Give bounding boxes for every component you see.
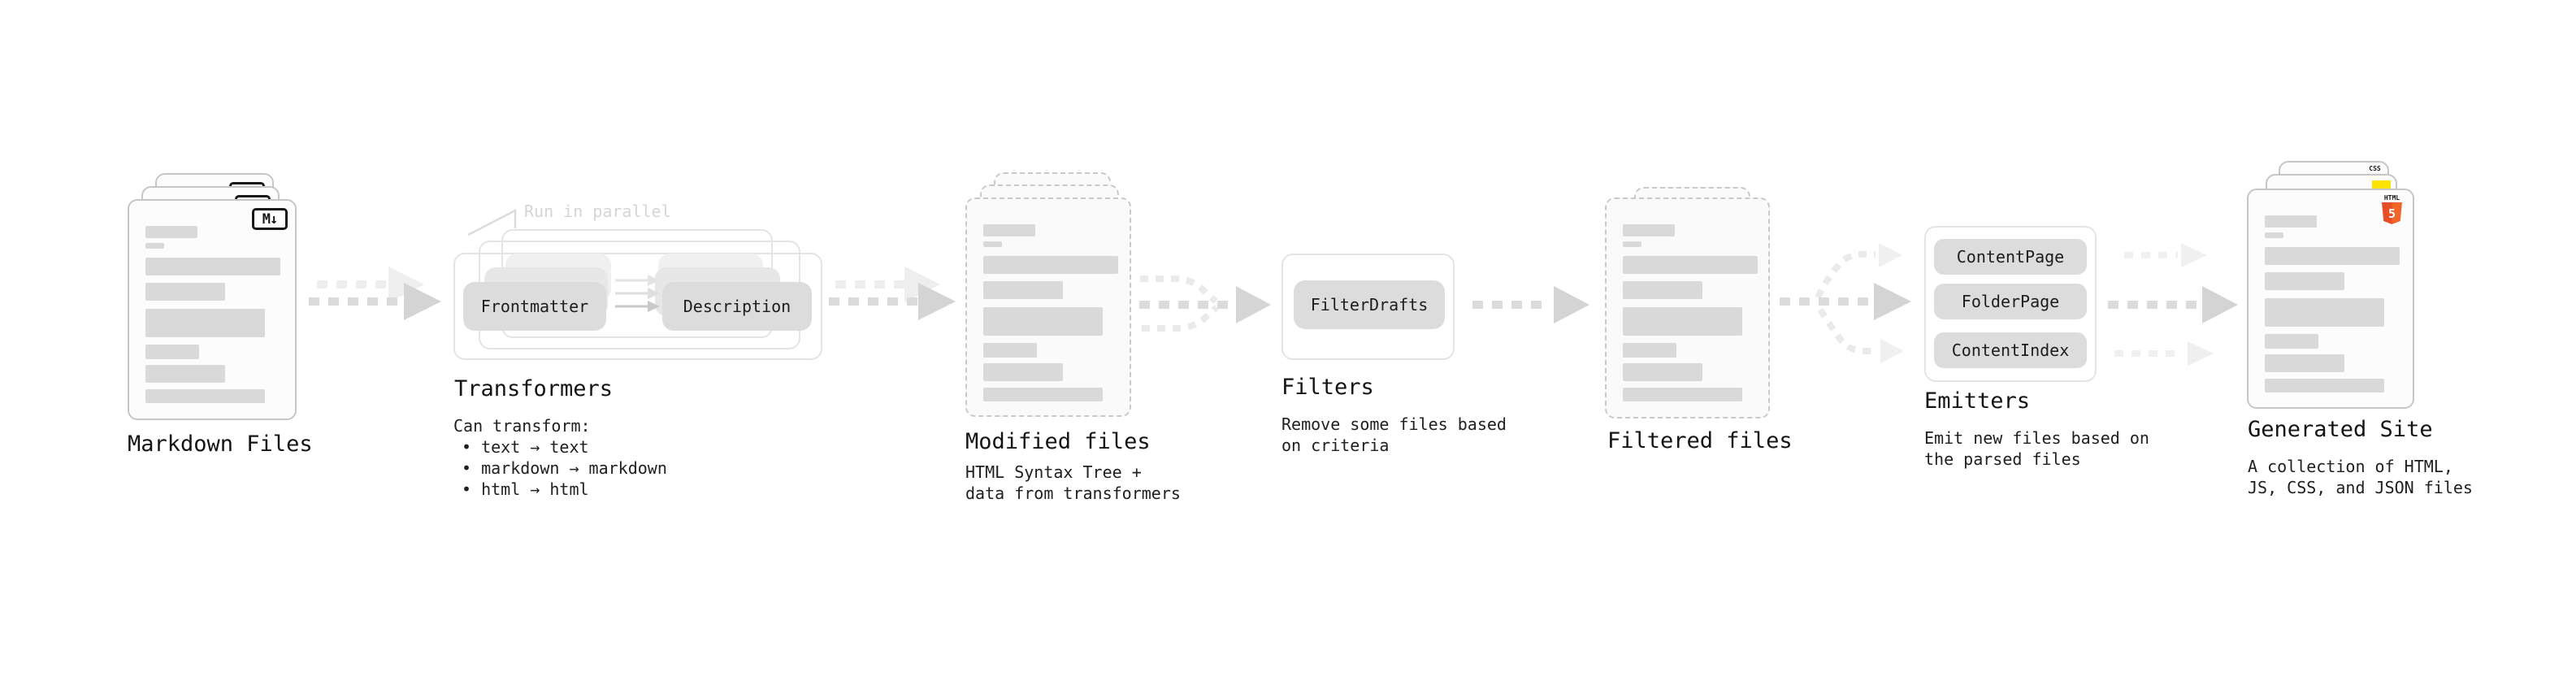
placeholder-text-bar	[983, 388, 1103, 401]
emitters-label: Emitters	[1924, 388, 2031, 414]
placeholder-text-bar	[983, 241, 1002, 247]
placeholder-text-bar	[2265, 354, 2344, 372]
placeholder-text-bar	[983, 307, 1103, 336]
generated-site-label: Generated Site	[2248, 417, 2433, 442]
placeholder-text-bar	[983, 281, 1063, 299]
arrow-filtered-to-emitters-fanout	[1780, 243, 1911, 363]
css-file-icon: CSS	[2366, 166, 2383, 172]
placeholder-text-bar	[2265, 247, 2400, 265]
css-icon-label: CSS	[2369, 165, 2381, 172]
placeholder-text-bar	[1623, 224, 1675, 236]
modified-files-label: Modified files	[965, 429, 1151, 454]
arrow-filters-to-filtered	[1472, 286, 1589, 323]
transformers-bullet: • text → text	[462, 437, 589, 457]
arrow-transformers-to-modified	[829, 267, 956, 320]
placeholder-text-bar	[145, 243, 164, 249]
js-file-icon	[2372, 180, 2391, 190]
placeholder-text-bar	[983, 363, 1063, 381]
placeholder-text-bar	[145, 389, 265, 403]
markdown-icon: M↓	[252, 208, 288, 230]
filters-description: Remove some files based on criteria	[1281, 414, 1507, 456]
placeholder-text-bar	[1623, 256, 1758, 274]
placeholder-text-bar	[2265, 215, 2317, 228]
generated-site-desc-line: JS, CSS, and JSON files	[2248, 478, 2473, 497]
generated-file-card-html: HTML 5	[2247, 189, 2414, 409]
placeholder-text-bar	[2265, 298, 2384, 327]
placeholder-text-bar	[145, 365, 225, 383]
placeholder-text-bar	[145, 309, 265, 337]
placeholder-text-bar	[983, 224, 1035, 236]
transformers-desc-title: Can transform:	[453, 416, 591, 436]
transformers-label: Transformers	[454, 376, 614, 401]
markdown-file-card-front: M↓	[128, 199, 297, 420]
markdown-files-label: Markdown Files	[128, 432, 313, 457]
placeholder-text-bar	[145, 283, 225, 301]
transformers-bullet: • html → html	[462, 479, 589, 499]
run-in-parallel-label: Run in parallel	[524, 202, 671, 221]
arrow-markdown-to-transformers	[309, 267, 441, 320]
html5-icon-label: HTML	[2383, 194, 2400, 202]
filters-desc-line: on criteria	[1281, 436, 1390, 455]
placeholder-text-bar	[1623, 307, 1742, 336]
filtered-files-label: Filtered files	[1607, 428, 1793, 453]
placeholder-text-bar	[145, 258, 280, 275]
emitter-pill-contentpage: ContentPage	[1934, 239, 2087, 275]
transformers-description: Can transform: • text → text • markdown …	[453, 415, 667, 500]
placeholder-text-bar	[1623, 363, 1702, 381]
filters-desc-line: Remove some files based	[1281, 414, 1507, 434]
transformers-bullet: • markdown → markdown	[462, 458, 667, 478]
emitters-desc-line: Emit new files based on	[1924, 428, 2149, 448]
placeholder-text-bar	[145, 226, 197, 238]
arrow-emitters-to-generated	[2108, 243, 2238, 366]
generated-site-desc-line: A collection of HTML,	[2248, 457, 2453, 476]
modified-files-desc-line: data from transformers	[965, 484, 1181, 503]
placeholder-text-bar	[1623, 343, 1676, 358]
placeholder-text-bar	[1623, 281, 1702, 299]
emitter-pill-contentindex: ContentIndex	[1934, 332, 2087, 368]
filtered-file-card-front	[1605, 197, 1770, 419]
html5-icon-shield: 5	[2382, 202, 2402, 224]
placeholder-text-bar	[1623, 241, 1641, 247]
placeholder-text-bar	[983, 343, 1037, 358]
modified-file-card-front	[965, 197, 1131, 417]
filter-pill-filterdrafts: FilterDrafts	[1294, 280, 1445, 329]
emitters-desc-line: the parsed files	[1924, 449, 2081, 469]
modified-files-description: HTML Syntax Tree + data from transformer…	[965, 462, 1181, 504]
filters-label: Filters	[1281, 375, 1374, 400]
placeholder-text-bar	[983, 256, 1118, 274]
transformer-pill-description: Description	[662, 282, 812, 331]
placeholder-text-bar	[1623, 388, 1742, 401]
placeholder-text-bar	[2265, 334, 2318, 349]
emitter-pill-folderpage: FolderPage	[1934, 284, 2087, 319]
arrow-modified-to-filters-merge	[1139, 275, 1271, 332]
generated-site-description: A collection of HTML, JS, CSS, and JSON …	[2248, 456, 2473, 498]
emitters-description: Emit new files based on the parsed files	[1924, 427, 2149, 470]
placeholder-text-bar	[2265, 379, 2384, 393]
transformers-frame-front	[453, 253, 822, 360]
placeholder-text-bar	[2265, 232, 2283, 238]
html5-icon-number: 5	[2387, 206, 2396, 221]
html5-icon: HTML 5	[2381, 194, 2403, 224]
placeholder-text-bar	[145, 345, 199, 359]
transformer-pill-frontmatter: Frontmatter	[463, 282, 606, 331]
placeholder-text-bar	[2265, 272, 2344, 290]
modified-files-desc-line: HTML Syntax Tree +	[965, 462, 1142, 482]
